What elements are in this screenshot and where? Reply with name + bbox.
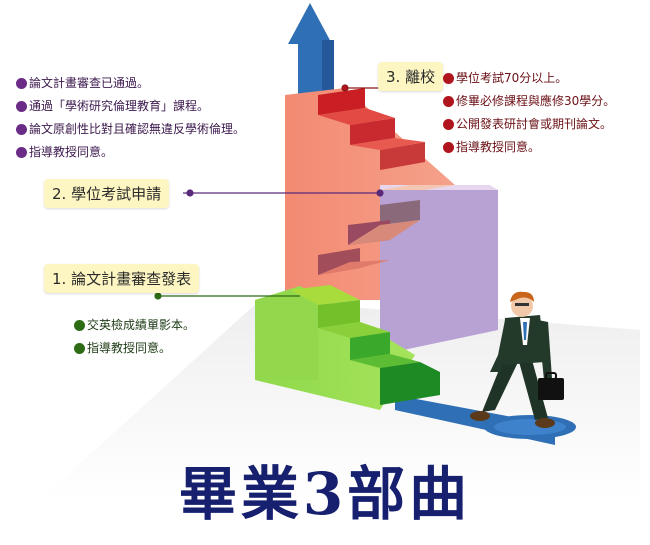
list-item: 通過「學術研究倫理教育」課程。 xyxy=(16,95,245,118)
list-item: 論文計畫審查已通過。 xyxy=(16,72,245,95)
stage1-requirements: 交英檢成績單影本。 指導教授同意。 xyxy=(74,314,195,360)
stage3-block xyxy=(285,88,455,300)
stage2-steps xyxy=(318,185,455,275)
connector-stage2 xyxy=(183,189,384,197)
list-item: 指導教授同意。 xyxy=(74,337,195,360)
stage3-steps xyxy=(318,88,425,170)
stage3-label: 3. 離校 xyxy=(378,62,444,91)
stage3-requirements: 學位考試70分以上。 修畢必修課程與應修30學分。 公開發表研討會或期刊論文。 … xyxy=(443,67,615,159)
list-item: 學位考試70分以上。 xyxy=(443,67,615,90)
stage1-label: 1. 論文計畫審查發表 xyxy=(44,264,200,293)
list-item: 指導教授同意。 xyxy=(443,136,615,159)
stage2-requirements: 論文計畫審查已通過。 通過「學術研究倫理教育」課程。 論文原創性比對且確認無違反… xyxy=(16,72,245,164)
stage2-label: 2. 學位考試申請 xyxy=(44,179,170,208)
list-item: 修畢必修課程與應修30學分。 xyxy=(443,90,615,113)
stage2-side-wall xyxy=(380,190,498,355)
connector-stage3 xyxy=(341,84,380,92)
up-arrow xyxy=(288,3,334,100)
businessman-figure xyxy=(470,291,564,428)
list-item: 交英檢成績單影本。 xyxy=(74,314,195,337)
list-item: 公開發表研討會或期刊論文。 xyxy=(443,113,615,136)
stage1-steps xyxy=(255,285,440,405)
list-item: 論文原創性比對且確認無違反學術倫理。 xyxy=(16,118,245,141)
list-item: 指導教授同意。 xyxy=(16,141,245,164)
page-title: 畢業3部曲 xyxy=(178,460,472,528)
